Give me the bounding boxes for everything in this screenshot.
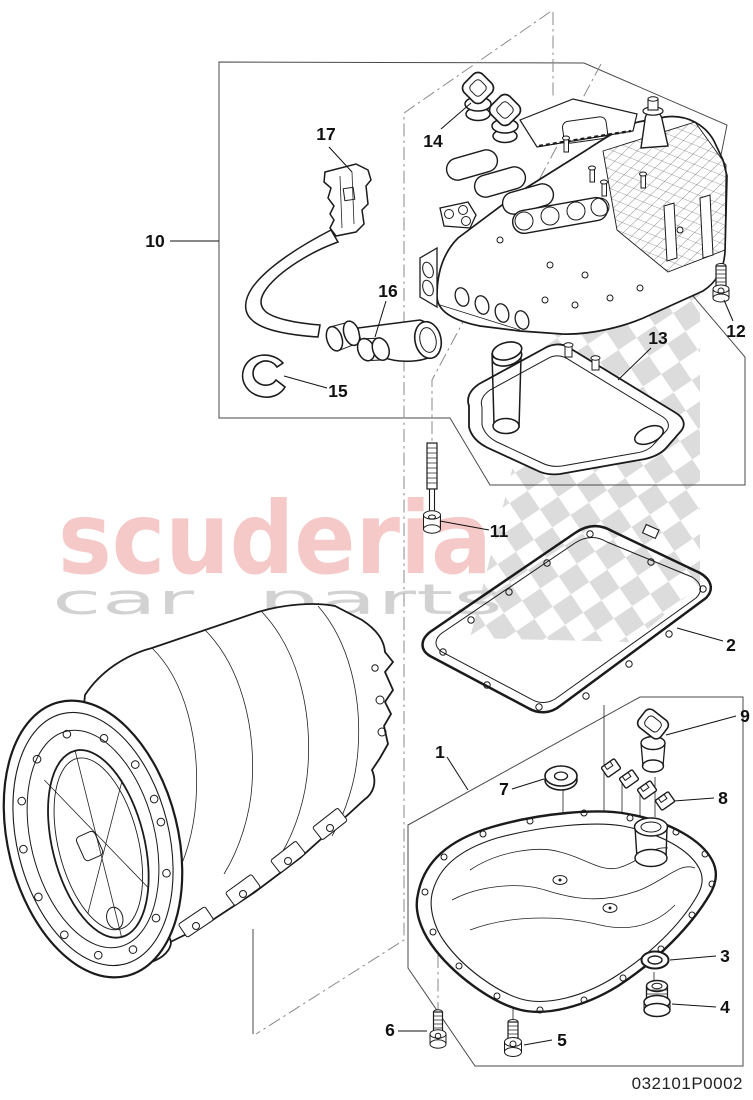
callout-leaders <box>170 102 737 1046</box>
part-13-oil-filter <box>467 341 685 476</box>
filler-tube-group <box>241 163 443 398</box>
callout-4: 4 <box>720 997 730 1017</box>
callout-labels: 1 2 3 4 5 6 7 8 9 10 11 12 13 14 15 16 1… <box>145 124 750 1050</box>
callout-6: 6 <box>385 1020 395 1040</box>
bell-housing <box>2 699 184 979</box>
pins <box>562 135 647 197</box>
part-3-seal-ring <box>640 950 670 970</box>
callout-9: 9 <box>740 706 750 726</box>
callout-11: 11 <box>490 521 509 541</box>
callout-14: 14 <box>423 131 443 151</box>
watermark-word-car: car <box>52 575 196 624</box>
callout-15: 15 <box>328 381 348 401</box>
tube-collar <box>325 320 361 352</box>
callout-2: 2 <box>726 635 736 655</box>
part-7-washer <box>544 765 578 791</box>
watermark: scuderia car parts <box>52 480 503 624</box>
callout-1: 1 <box>435 742 445 762</box>
filter-nipples <box>563 342 601 371</box>
flange-lugs <box>128 664 387 965</box>
part-12-bolt <box>712 263 730 303</box>
part-8-clips <box>600 758 676 811</box>
valve-body-drawing <box>419 96 728 335</box>
pan-tower <box>633 817 669 868</box>
part-15-clip <box>241 354 287 398</box>
gasket-holes <box>439 530 707 711</box>
filler-tube <box>244 229 340 338</box>
callout-17: 17 <box>316 124 335 144</box>
part-2-gasket <box>421 523 713 714</box>
part-11-bolt <box>423 442 441 534</box>
part-9-cap <box>636 708 670 773</box>
oval-ports <box>454 287 530 330</box>
pointer-line-main <box>255 11 551 1035</box>
pointer-line-bolt <box>431 63 602 441</box>
part-5-bolt <box>504 1019 522 1057</box>
part-16-bushing <box>356 337 390 362</box>
group-outline-upper <box>218 61 746 486</box>
solenoid-barrels <box>445 149 555 215</box>
callout-5: 5 <box>557 1030 567 1050</box>
solenoid-grid-block <box>602 121 727 273</box>
callout-13: 13 <box>648 328 668 348</box>
part-14-connector-caps <box>461 71 522 144</box>
part-4-drain-plug <box>643 979 671 1018</box>
callout-8: 8 <box>718 788 728 808</box>
transmission-housing-drawing <box>2 603 395 979</box>
callout-10: 10 <box>145 231 165 251</box>
bell-bolt-holes <box>17 729 171 960</box>
group-outline-oil-pan <box>407 696 744 1067</box>
diagram-part-number: 032101P0002 <box>632 1074 743 1093</box>
callout-12: 12 <box>726 321 746 341</box>
pan-bolt-holes <box>421 809 716 1014</box>
part-6-bolt <box>429 1009 447 1049</box>
construction-lines <box>218 11 746 1067</box>
watermark-brand-text: scuderia <box>58 480 492 597</box>
callout-7: 7 <box>499 779 509 799</box>
callout-16: 16 <box>378 281 398 301</box>
callout-3: 3 <box>720 946 730 966</box>
